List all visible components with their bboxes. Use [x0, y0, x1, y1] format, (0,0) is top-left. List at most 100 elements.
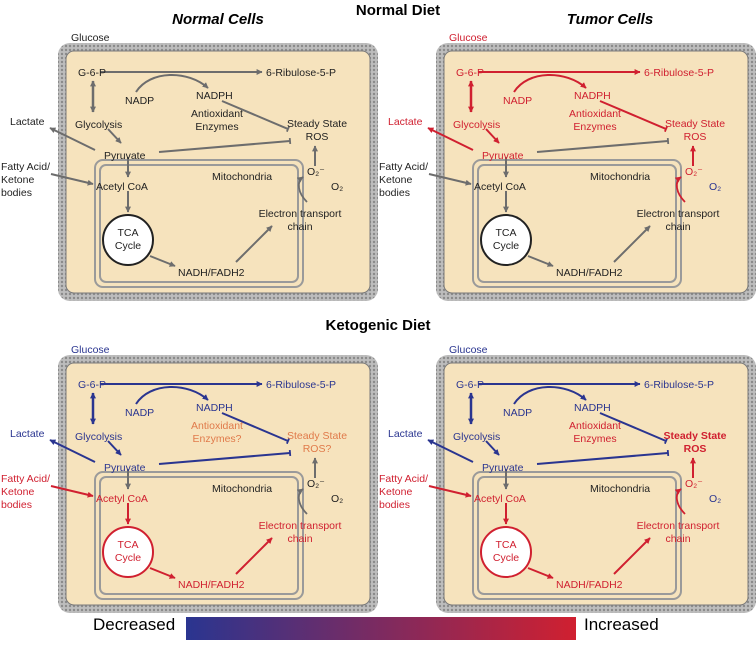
label-fatty-acid: Fatty Acid/ [379, 161, 428, 173]
label-fatty-acid: Fatty Acid/ [1, 473, 50, 485]
label-lactate: Lactate [388, 116, 423, 128]
label-ribulose: 6-Ribulose-5-P [266, 67, 336, 79]
label-antioxidant: Antioxidant [569, 420, 621, 432]
label-glucose: Glucose [449, 344, 488, 356]
header-ketogenic-diet: Ketogenic Diet [325, 317, 430, 334]
label-etc: Electron transport [259, 208, 342, 220]
arrow-tca-nadh [149, 255, 176, 267]
header-tumor-cells: Tumor Cells [567, 11, 653, 28]
label-etc: Electron transport [637, 208, 720, 220]
label-mitochondria: Mitochondria [212, 171, 272, 183]
label-acetyl-coa: Acetyl CoA [474, 181, 526, 193]
label-nadp: NADP [503, 407, 532, 419]
mitochondria-outer [94, 159, 304, 288]
label-nadp: NADP [125, 407, 154, 419]
label-acetyl-coa: Acetyl CoA [474, 493, 526, 505]
label-o2-minus: O₂⁻ [307, 478, 325, 490]
tca-cycle-circle [102, 526, 154, 578]
label-pyruvate: Pyruvate [482, 150, 524, 162]
label-acetyl-coa: Acetyl CoA [96, 181, 148, 193]
label-nadh-fadh2: NADH/FADH2 [556, 579, 623, 591]
arrow-glycolysis-pyruvate [485, 128, 500, 144]
tca-cycle-circle [480, 214, 532, 266]
arrow-pyruvate-lactate [49, 127, 96, 151]
label-ketone: Ketone [379, 174, 412, 186]
label-fatty-acid: Fatty Acid/ [379, 473, 428, 485]
label-tca: TCA [118, 227, 139, 239]
label-steady-state: Steady State [287, 118, 347, 130]
label-nadh-fadh2: NADH/FADH2 [178, 579, 245, 591]
arrow-tca-nadh [527, 567, 554, 579]
label-tca: TCA [496, 539, 517, 551]
label-mitochondria: Mitochondria [212, 483, 272, 495]
label-cycle: Cycle [493, 552, 519, 564]
label-g6p: G-6-P [78, 379, 106, 391]
label-antioxidant: Antioxidant [569, 108, 621, 120]
inhibit-nadph-ros [599, 100, 669, 133]
mitochondria-outer [94, 471, 304, 600]
inhibit-nadph-ros [599, 412, 669, 445]
label-tca: TCA [118, 539, 139, 551]
mitochondria-inner [477, 164, 677, 283]
label-steady-state: Steady State [663, 430, 726, 442]
label-ribulose: 6-Ribulose-5-P [266, 379, 336, 391]
label-ros: ROS [306, 131, 329, 143]
arrow-glycolysis-pyruvate [107, 128, 122, 144]
label-mitochondria: Mitochondria [590, 483, 650, 495]
label-nadh-fadh2: NADH/FADH2 [178, 267, 245, 279]
label-nadph: NADPH [196, 90, 233, 102]
label-antioxidant: Antioxidant [191, 108, 243, 120]
arrow-fatty-acid-acetyl [50, 485, 94, 498]
label-nadph: NADPH [196, 402, 233, 414]
legend-increased-label: Increased [584, 615, 659, 634]
arrow-tca-nadh [149, 567, 176, 579]
label-chain: chain [665, 221, 690, 233]
arrow-pyruvate-lactate [427, 439, 474, 463]
label-g6p: G-6-P [78, 67, 106, 79]
label-lactate: Lactate [388, 428, 423, 440]
label-etc: Electron transport [259, 520, 342, 532]
arrow-etc-o2 [296, 488, 308, 515]
arrow-nadp-nadph [135, 386, 209, 405]
label-cycle: Cycle [493, 240, 519, 252]
label-o2: O₂ [331, 493, 343, 505]
mitochondria-inner [99, 164, 299, 283]
label-bodies: bodies [379, 499, 410, 511]
arrow-tca-nadh [527, 255, 554, 267]
tca-cycle-circle [480, 526, 532, 578]
header-normal-diet: Normal Diet [356, 2, 440, 19]
label-glycolysis: Glycolysis [75, 119, 122, 131]
arrow-pyruvate-lactate [427, 127, 474, 151]
arrow-pyruvate-lactate [49, 439, 96, 463]
label-glycolysis: Glycolysis [453, 119, 500, 131]
label-lactate: Lactate [10, 116, 45, 128]
label-steady-state: Steady State [665, 118, 725, 130]
label-o2: O₂ [709, 181, 721, 193]
label-bodies: bodies [1, 187, 32, 199]
arrow-fatty-acid-acetyl [428, 173, 472, 186]
arrow-etc-o2 [674, 488, 686, 515]
label-nadp: NADP [503, 95, 532, 107]
arrow-nadh-etc [235, 537, 273, 575]
mitochondria-inner [477, 476, 677, 595]
inhibit-nadph-ros [221, 100, 291, 133]
label-bodies: bodies [379, 187, 410, 199]
label-tca: TCA [496, 227, 517, 239]
arrow-glycolysis-pyruvate [107, 440, 122, 456]
label-chain: chain [665, 533, 690, 545]
label-bodies: bodies [1, 499, 32, 511]
label-enzymes: Enzymes [195, 121, 238, 133]
label-cycle: Cycle [115, 552, 141, 564]
label-ros: ROS [684, 131, 707, 143]
label-o2-minus: O₂⁻ [685, 478, 703, 490]
arrow-nadh-etc [613, 537, 651, 575]
label-ros: ROS? [303, 443, 332, 455]
label-chain: chain [287, 533, 312, 545]
label-fatty-acid: Fatty Acid/ [1, 161, 50, 173]
arrow-fatty-acid-acetyl [50, 173, 94, 186]
label-pyruvate: Pyruvate [104, 150, 146, 162]
legend-color-scale [186, 617, 576, 640]
